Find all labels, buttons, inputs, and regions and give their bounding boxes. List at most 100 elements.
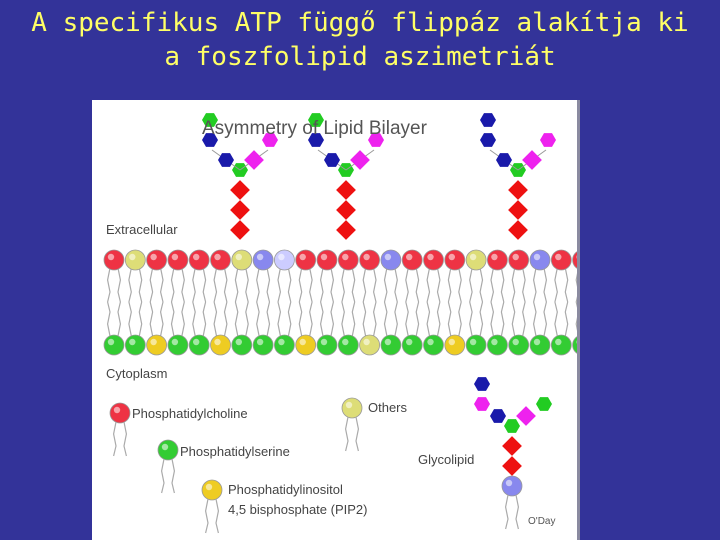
tail-chain: [554, 301, 558, 337]
outer-lipid-head: [167, 249, 189, 271]
sugar-top-right: [368, 133, 384, 147]
sugar-red: [230, 200, 250, 220]
head-highlight: [193, 338, 200, 346]
tail-chain: [383, 267, 388, 303]
head-highlight: [299, 253, 306, 261]
tail-chain: [277, 301, 282, 337]
head-highlight: [214, 338, 221, 346]
outer-lipid-tail: [469, 267, 484, 303]
tail-chain: [171, 458, 176, 494]
sugar-red: [502, 456, 522, 476]
tail-chain: [192, 267, 196, 303]
head-highlight: [214, 253, 221, 261]
tail-chain: [170, 267, 175, 303]
inner-lipid-tail: [234, 301, 249, 337]
inner-lipid-head: [316, 334, 338, 356]
head-ball: [316, 334, 338, 356]
head-ball: [508, 334, 530, 356]
inner-lipid-head: [252, 334, 274, 356]
head-highlight: [150, 338, 157, 346]
sugar-top-left: [308, 133, 324, 147]
sugar-red: [230, 180, 250, 200]
tail-chain: [426, 301, 431, 337]
tail-chain: [266, 267, 271, 303]
head-ball: [210, 334, 231, 356]
sugar-magenta: [522, 150, 542, 170]
inner-lipid-tail: [405, 301, 420, 337]
sugar-blue: [324, 153, 340, 167]
head-ball: [252, 334, 274, 356]
slide-title: A specifikus ATP függő flippáz alakítja …: [0, 6, 720, 74]
legend-pip2-line-1: Phosphatidylinositol: [228, 482, 343, 497]
sugar-top-left: [480, 133, 496, 147]
outer-lipid-tail: [192, 267, 207, 303]
head-ball: [444, 334, 466, 356]
head-ball: [295, 334, 317, 356]
head-highlight: [278, 253, 285, 261]
tail-chain: [277, 267, 282, 303]
inner-lipid-head: [210, 334, 231, 356]
tail-chain: [123, 421, 128, 457]
tail-chain: [504, 494, 509, 530]
cytoplasm-label: Cytoplasm: [106, 366, 167, 381]
legend-others: Others: [368, 400, 408, 415]
tail-chain: [522, 301, 526, 337]
legend-ps-head: [157, 439, 179, 461]
tail-chain: [181, 301, 185, 337]
tail-chain: [426, 267, 431, 303]
outer-lipid-head: [380, 249, 402, 271]
inner-lipid-tail: [447, 301, 462, 337]
head-ball: [359, 334, 381, 356]
head-highlight: [384, 338, 392, 346]
tail-chain: [554, 267, 558, 303]
inner-lipid-head: [550, 334, 572, 356]
inner-lipid-head: [273, 334, 295, 356]
tail-chain: [479, 301, 484, 337]
tail-chain: [405, 267, 409, 303]
tail-chain: [362, 301, 367, 337]
tail-chain: [223, 301, 228, 337]
sugar-magenta: [474, 397, 490, 411]
head-highlight: [235, 338, 242, 346]
outer-lipid-head: [550, 249, 572, 271]
head-highlight: [576, 340, 577, 344]
legend-pip2-head: [201, 479, 223, 501]
outer-lipid-tail: [213, 267, 228, 303]
legend-symbols: [109, 377, 552, 534]
sugar-blue: [218, 153, 234, 167]
head-ball: [167, 334, 189, 356]
head-ball: [316, 249, 338, 271]
tail-chain: [515, 494, 520, 530]
tail-chain: [351, 301, 356, 337]
tail-chain: [298, 301, 303, 337]
head-highlight: [342, 338, 349, 346]
inner-lipid-head: [401, 334, 423, 356]
tail-chain: [202, 301, 207, 337]
head-ball: [465, 334, 487, 356]
tail-chain: [372, 301, 377, 337]
outer-lipid-tail: [256, 267, 271, 303]
inner-lipid-tail: [511, 301, 526, 337]
head-highlight: [469, 253, 477, 261]
head-highlight: [406, 338, 413, 346]
tail-chain: [223, 267, 228, 303]
outer-lipid-head: [295, 249, 317, 271]
tail-chain: [532, 301, 537, 337]
head-ball: [572, 251, 577, 269]
tail-chain: [181, 267, 185, 303]
tail-chain: [330, 267, 335, 303]
head-ball: [572, 336, 577, 354]
head-ball: [550, 334, 572, 356]
head-ball: [529, 334, 551, 356]
inner-lipid-tail: [362, 301, 377, 337]
tail-chain: [202, 267, 207, 303]
head-ball: [337, 249, 359, 271]
head-highlight: [512, 253, 519, 261]
head-highlight: [384, 253, 392, 261]
outer-lipid-tail: [298, 267, 313, 303]
tail-chain: [266, 301, 271, 337]
tail-chain: [192, 301, 196, 337]
outer-lipid-head: [444, 249, 466, 271]
tail-chain: [298, 267, 303, 303]
sugar-red: [336, 220, 356, 240]
